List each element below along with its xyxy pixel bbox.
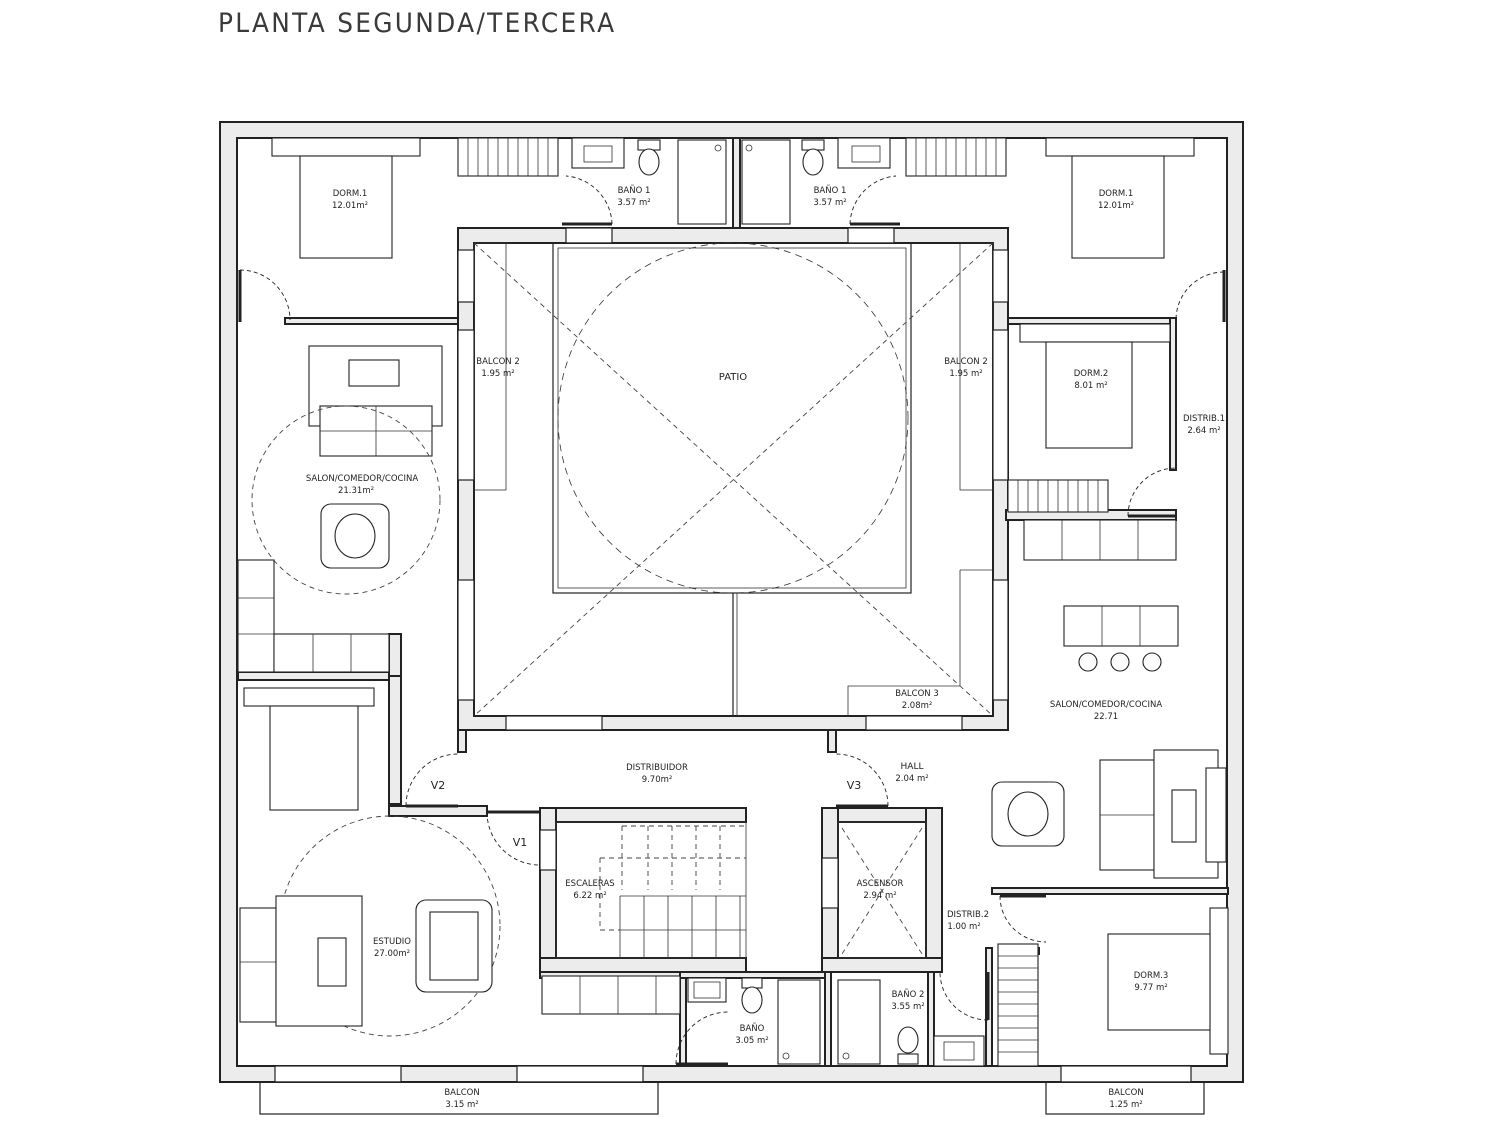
salon-right-furniture bbox=[991, 479, 1227, 879]
label-balcon-bottom-right-area: 1.25 m² bbox=[1109, 1100, 1142, 1110]
label-dorm1-right-name: DORM.1 bbox=[1099, 189, 1134, 199]
room-labels: DORM.1 12.01m² BAÑO 1 3.57 m² BAÑO 1 3.5… bbox=[306, 185, 1225, 1110]
label-dorm2-area: 8.01 m² bbox=[1074, 381, 1107, 391]
label-distrib1-name: DISTRIB.1 bbox=[1183, 414, 1225, 424]
salon-left-furniture bbox=[237, 345, 443, 673]
label-dorm1-left-name: DORM.1 bbox=[333, 189, 368, 199]
dorm1-left-furniture bbox=[271, 137, 421, 259]
bathroom-fixtures-bottom bbox=[541, 943, 1039, 1067]
dorm3-furniture bbox=[1107, 907, 1229, 1055]
label-balcon3-name: BALCON 3 bbox=[895, 689, 938, 699]
label-bano1-right-area: 3.57 m² bbox=[813, 198, 846, 208]
estudio-furniture bbox=[239, 687, 501, 1037]
label-balcon2-left-name: BALCON 2 bbox=[476, 357, 519, 367]
label-ascensor-area: 2.94 m² bbox=[863, 891, 896, 901]
label-bano1-right-name: BAÑO 1 bbox=[814, 185, 847, 196]
label-v3: V3 bbox=[847, 779, 862, 792]
label-balcon2-right-name: BALCON 2 bbox=[944, 357, 987, 367]
windows bbox=[274, 227, 1192, 1083]
label-balcon-bottom-left-name: BALCON bbox=[444, 1088, 479, 1098]
label-distrib1-area: 2.64 m² bbox=[1187, 426, 1220, 436]
label-dorm2-name: DORM.2 bbox=[1074, 369, 1109, 379]
label-distribuidor-name: DISTRIBUIDOR bbox=[626, 763, 688, 773]
label-balcon2-right-area: 1.95 m² bbox=[949, 369, 982, 379]
label-escaleras-area: 6.22 m² bbox=[573, 891, 606, 901]
label-dorm3-area: 9.77 m² bbox=[1134, 983, 1167, 993]
label-hall-name: HALL bbox=[901, 762, 924, 772]
label-salon-left-name: SALON/COMEDOR/COCINA bbox=[306, 474, 418, 484]
label-bano1-left-area: 3.57 m² bbox=[617, 198, 650, 208]
label-hall-area: 2.04 m² bbox=[895, 774, 928, 784]
label-balcon-bottom-left-area: 3.15 m² bbox=[445, 1100, 478, 1110]
label-v1: V1 bbox=[513, 836, 528, 849]
label-escaleras-name: ESCALERAS bbox=[565, 879, 614, 889]
balcony-rail-right bbox=[1045, 1081, 1205, 1115]
label-distrib2-name: DISTRIB.2 bbox=[947, 910, 989, 920]
label-dorm1-right-area: 12.01m² bbox=[1098, 201, 1134, 211]
patio-area bbox=[473, 242, 994, 717]
label-dorm3-name: DORM.3 bbox=[1134, 971, 1169, 981]
label-salon-right-area: 22.71 bbox=[1094, 712, 1118, 722]
label-bano-area: 3.05 m² bbox=[735, 1036, 768, 1046]
label-bano1-left-name: BAÑO 1 bbox=[618, 185, 651, 196]
label-distrib2-area: 1.00 m² bbox=[947, 922, 980, 932]
interior-walls bbox=[237, 137, 1229, 1067]
doors bbox=[238, 175, 1226, 1066]
label-bano2-name: BAÑO 2 bbox=[892, 989, 925, 1000]
label-balcon3-area: 2.08m² bbox=[902, 701, 933, 711]
balcony-rail-left bbox=[259, 1081, 659, 1115]
stairs bbox=[555, 821, 747, 959]
label-balcon-bottom-right-name: BALCON bbox=[1108, 1088, 1143, 1098]
label-ascensor-name: ASCENSOR bbox=[857, 879, 904, 889]
label-balcon2-left-area: 1.95 m² bbox=[481, 369, 514, 379]
label-salon-right-name: SALON/COMEDOR/COCINA bbox=[1050, 700, 1162, 710]
dorm2-furniture bbox=[1019, 323, 1171, 449]
label-estudio-name: ESTUDIO bbox=[373, 937, 411, 947]
label-bano2-area: 3.55 m² bbox=[891, 1002, 924, 1012]
elevator bbox=[837, 821, 927, 959]
label-estudio-area: 27.00m² bbox=[374, 949, 410, 959]
label-dorm1-left-area: 12.01m² bbox=[332, 201, 368, 211]
outer-wall bbox=[219, 121, 1244, 1083]
plan-title: PLANTA SEGUNDA/TERCERA bbox=[218, 8, 617, 39]
label-salon-left-area: 21.31m² bbox=[338, 486, 374, 496]
label-distribuidor-area: 9.70m² bbox=[642, 775, 673, 785]
label-patio: PATIO bbox=[719, 372, 748, 383]
bathroom-fixtures-top bbox=[457, 137, 1007, 225]
dorm1-right-furniture bbox=[1045, 137, 1195, 259]
label-bano-name: BAÑO bbox=[740, 1023, 765, 1034]
label-v2: V2 bbox=[431, 779, 446, 792]
